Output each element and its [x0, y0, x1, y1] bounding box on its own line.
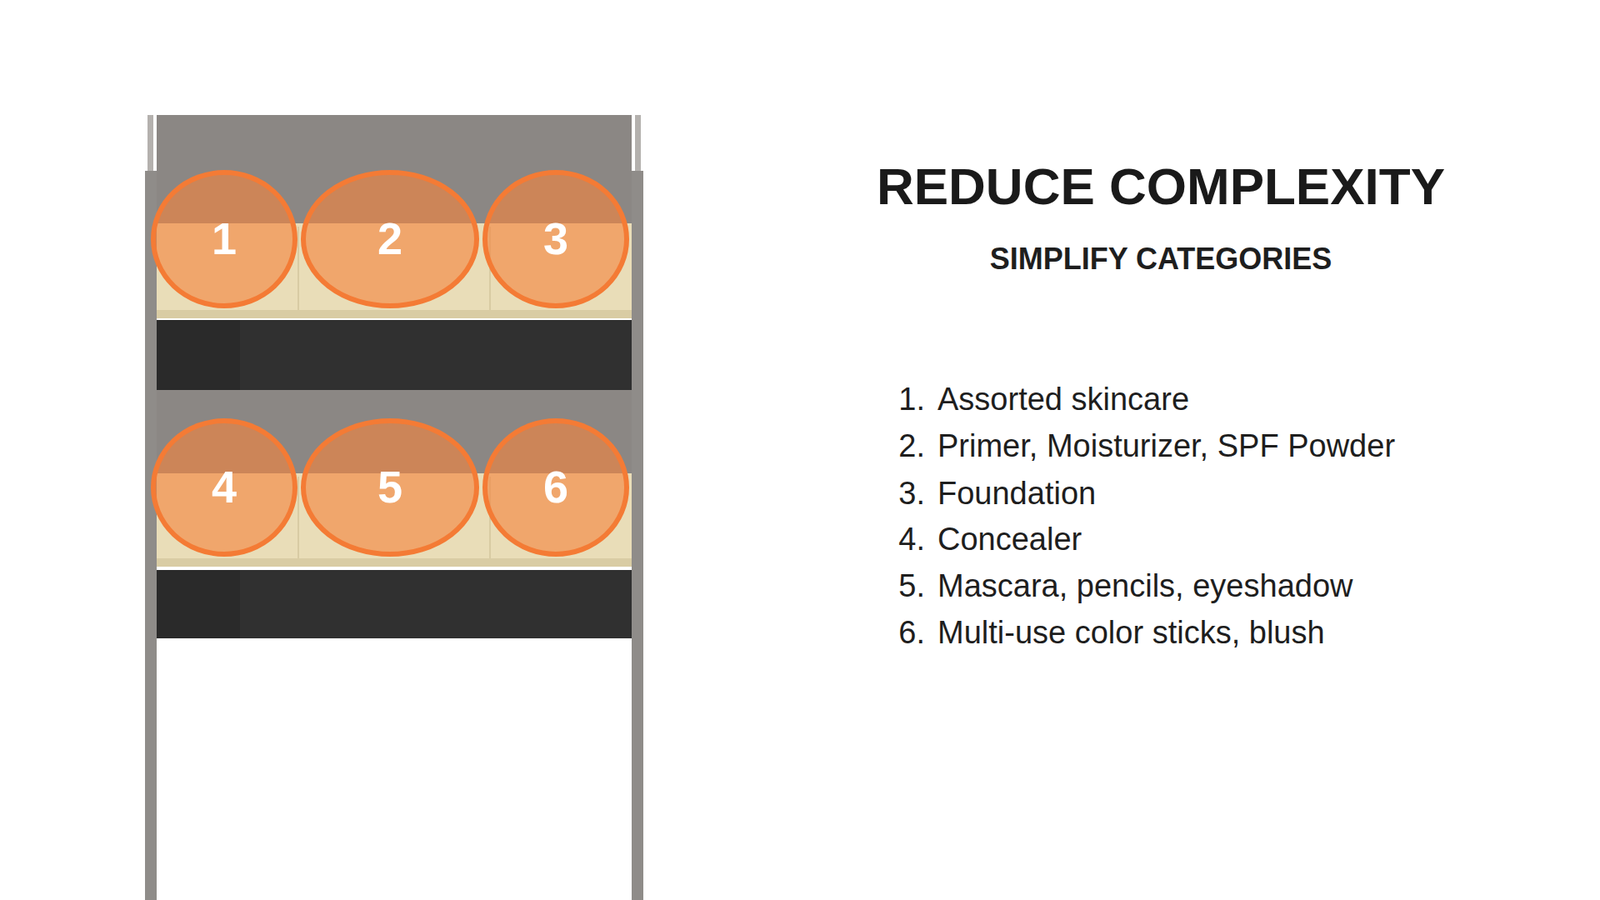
shelf-band: [156, 570, 632, 639]
category-circle: 5: [300, 418, 480, 557]
callout-number: 1: [211, 214, 237, 264]
circle-shape: [303, 172, 477, 306]
category-circle: 3: [482, 170, 630, 309]
callout-number: 3: [543, 214, 569, 264]
category-circle: 6: [482, 418, 630, 557]
list-item: Foundation: [937, 475, 1096, 514]
list-number: 1.: [898, 380, 925, 420]
subtitle: SIMPLIFY CATEGORIES: [990, 240, 1333, 277]
list-item: Mascara, pencils, eyeshadow: [937, 567, 1353, 606]
list-item: Primer, Moisturizer, SPF Powder: [937, 427, 1395, 466]
category-circle: 2: [300, 170, 480, 309]
callout-number: 4: [211, 462, 237, 512]
list-number: 2.: [898, 427, 925, 466]
list-item: Assorted skincare: [937, 380, 1190, 420]
list-number: 4.: [898, 520, 925, 560]
title: REDUCE COMPLEXITY: [876, 155, 1445, 218]
circle-shape: [303, 420, 477, 555]
category-circle: 4: [150, 418, 298, 557]
callout-number: 6: [543, 462, 569, 512]
list-item: Multi-use color sticks, blush: [937, 614, 1325, 653]
list-number: 5.: [898, 567, 925, 606]
list-item: Concealer: [937, 520, 1082, 560]
circle-shape: [485, 420, 627, 555]
circle-shape: [153, 420, 295, 555]
upright: [145, 170, 157, 900]
callout-number: 5: [377, 462, 403, 512]
category-circle: 1: [150, 170, 298, 309]
callout-number: 2: [377, 214, 403, 264]
circle-shape: [153, 172, 295, 306]
list-number: 6.: [898, 614, 925, 653]
circle-shape: [485, 172, 627, 306]
list-number: 3.: [898, 475, 925, 514]
shelf-band: [156, 320, 632, 390]
upright: [631, 170, 644, 900]
